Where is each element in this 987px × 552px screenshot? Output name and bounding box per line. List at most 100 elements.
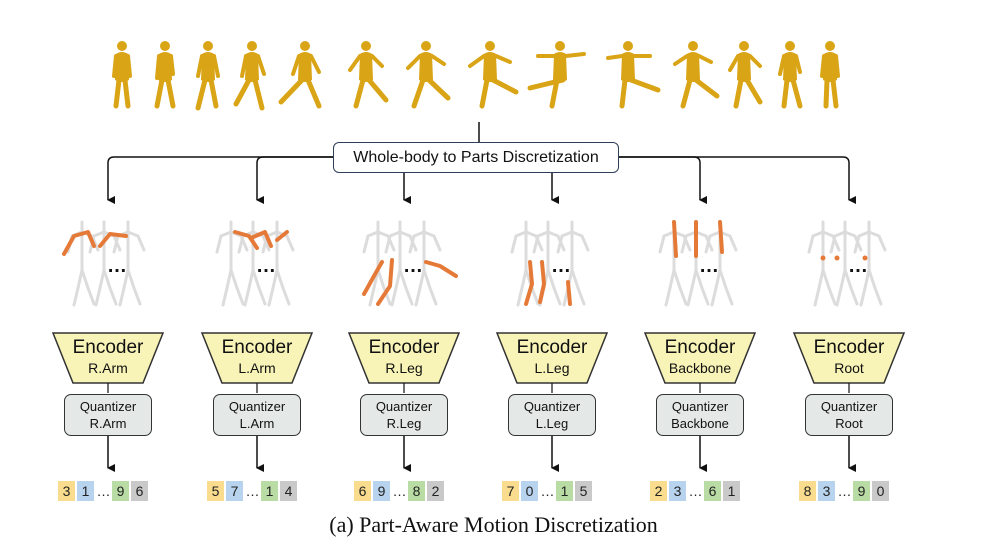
token: 9 xyxy=(373,481,390,501)
figure-torso xyxy=(686,52,700,82)
figure-head xyxy=(825,41,835,51)
token: 8 xyxy=(408,481,425,501)
part-skeleton xyxy=(658,220,738,307)
encoder-shapes xyxy=(51,332,906,384)
token: 9 xyxy=(112,481,129,501)
figure-torso xyxy=(298,52,312,82)
figure-arm xyxy=(212,54,220,78)
figure-arm xyxy=(309,54,321,74)
token-ellipsis: … xyxy=(96,483,111,499)
quantizer-title: Quantizer xyxy=(375,399,433,414)
quantizer-part-label: Root xyxy=(835,416,863,431)
highlight-part xyxy=(834,255,840,261)
figure-leg xyxy=(208,77,219,109)
motion-figure xyxy=(820,41,840,109)
token: 1 xyxy=(723,481,740,501)
figure-torso xyxy=(245,52,259,82)
quantizer-title: Quantizer xyxy=(228,399,286,414)
figure-head xyxy=(785,41,795,51)
figure-head xyxy=(623,41,633,51)
motion-figure xyxy=(348,41,389,109)
encoder-part-label: R.Arm xyxy=(88,360,128,376)
figure-leg xyxy=(305,77,322,109)
skeleton-figure xyxy=(261,220,295,307)
figure-arm xyxy=(494,54,512,64)
highlight-part xyxy=(718,220,724,254)
figure-arm xyxy=(240,54,248,78)
token: 7 xyxy=(502,481,519,501)
quantizer-part-label: R.Leg xyxy=(386,416,422,431)
figure-arm xyxy=(728,54,740,72)
figure-head xyxy=(688,41,698,51)
highlight-part xyxy=(249,230,273,248)
quantizer-arrows xyxy=(107,383,856,472)
figure-arm xyxy=(126,54,132,78)
quantizer-part-label: L.Arm xyxy=(239,416,275,431)
token-ellipsis: … xyxy=(392,483,407,499)
figure-arm xyxy=(468,54,486,68)
skeleton-ellipsis: … xyxy=(848,255,869,277)
token: 2 xyxy=(650,481,667,501)
highlight-part xyxy=(524,260,534,306)
figure-leg xyxy=(830,77,839,109)
figure-leg xyxy=(165,77,176,109)
token-ellipsis: … xyxy=(540,483,555,499)
token: 3 xyxy=(818,481,835,501)
quantizer-title: Quantizer xyxy=(79,399,137,414)
motion-figure xyxy=(112,41,132,109)
figure-leg xyxy=(195,77,208,111)
highlight-part xyxy=(233,230,259,250)
figure-leg xyxy=(233,77,252,107)
figure-torso xyxy=(419,52,433,82)
encoder-title: Encoder xyxy=(813,337,885,358)
token: 8 xyxy=(799,481,816,501)
figure-leg xyxy=(122,77,131,109)
encoder-part-label: Root xyxy=(834,360,864,376)
token: 2 xyxy=(427,481,444,501)
highlight-part xyxy=(62,230,96,256)
skeleton-ellipsis: … xyxy=(107,255,128,277)
quantizer-part-label: Backbone xyxy=(671,416,729,431)
figure-arm xyxy=(564,52,586,58)
part-skeleton xyxy=(215,220,295,307)
figure-torso xyxy=(823,52,837,82)
figure-arm xyxy=(834,54,840,78)
split-label: Whole-body to Parts Discretization xyxy=(333,142,619,173)
skeleton-ellipsis: … xyxy=(699,255,720,277)
encoder-part-label: Backbone xyxy=(668,360,732,376)
figure-leg xyxy=(113,77,122,109)
skeleton-ellipsis: … xyxy=(551,255,572,277)
motion-figure xyxy=(278,41,322,109)
motion-figure xyxy=(673,41,720,109)
figure-arm xyxy=(196,54,204,78)
quantizer-part-label: L.Leg xyxy=(535,416,569,431)
token: 7 xyxy=(226,481,243,501)
token: 1 xyxy=(77,481,94,501)
encoder-part-label: R.Leg xyxy=(385,360,423,376)
highlight-part xyxy=(672,220,678,258)
part-skeleton xyxy=(62,220,146,307)
encoder-title: Encoder xyxy=(664,337,736,358)
highlight-part xyxy=(538,260,546,304)
figure-leg xyxy=(252,77,265,111)
skeleton-ellipsis: … xyxy=(403,255,424,277)
figure-arm xyxy=(155,54,161,80)
figure-torso xyxy=(201,52,215,82)
branch-left xyxy=(107,156,333,204)
figure-arm xyxy=(794,54,802,74)
figure-leg xyxy=(479,77,490,109)
figure-leg xyxy=(366,77,389,103)
quantizer-part-label: R.Arm xyxy=(89,416,127,431)
figure-arm xyxy=(748,54,762,68)
token: 6 xyxy=(354,481,371,501)
quantizer-title: Quantizer xyxy=(671,399,729,414)
token: 5 xyxy=(207,481,224,501)
figure-arm xyxy=(370,54,384,68)
figure-head xyxy=(160,41,170,51)
